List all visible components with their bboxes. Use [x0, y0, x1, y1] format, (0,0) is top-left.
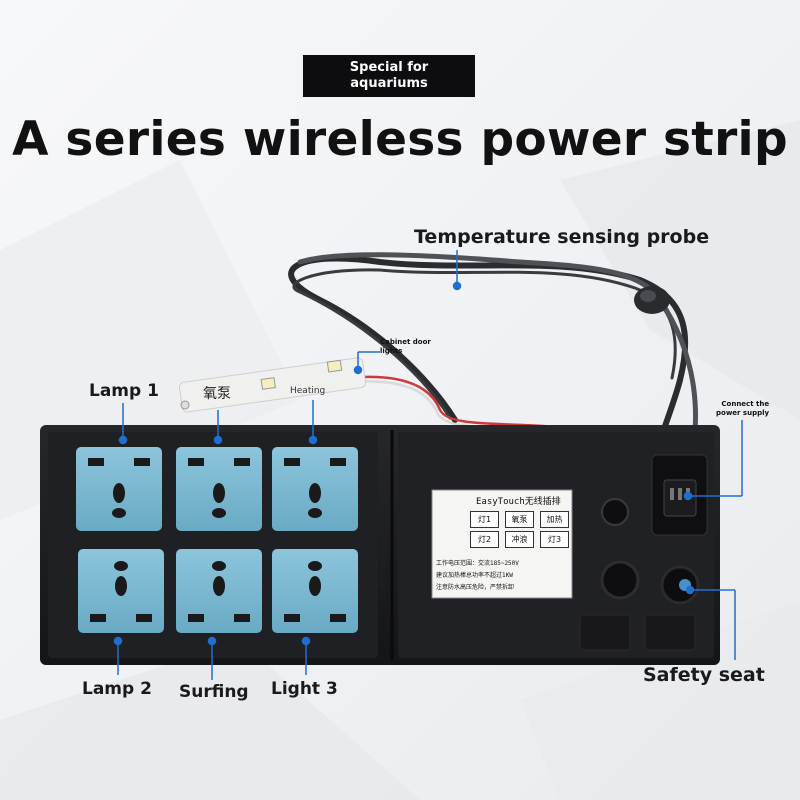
- socket-surfing: [176, 549, 262, 633]
- panel-cell-3: 加热: [540, 511, 569, 528]
- panel-cell-6: 灯3: [540, 531, 569, 548]
- mounting-slot: [579, 614, 631, 651]
- panel-cell-1: 灯1: [470, 511, 499, 528]
- label-light-3: Light 3: [271, 679, 338, 699]
- background-facet: [560, 120, 800, 420]
- tag-line-1: Special for: [349, 60, 429, 75]
- connect-label-line-2: power supply: [716, 409, 770, 417]
- tag-line-2: aquariums: [350, 76, 428, 91]
- cabinet-label-line-2: lights: [380, 347, 403, 355]
- label-temperature-probe: Temperature sensing probe: [414, 226, 710, 248]
- cable-grommet: [600, 560, 640, 600]
- socket-oxygen-pump: [176, 447, 262, 531]
- panel-serial: 2018018031 89: [378, 535, 386, 590]
- aquarium-tag: Special for aquariums: [303, 55, 475, 97]
- probe-port: [601, 498, 629, 526]
- background-facet: [0, 640, 420, 800]
- led-label-oxygen: 氧泵: [203, 386, 231, 402]
- label-cabinet-door-lights: Cabinet door lights: [380, 338, 431, 356]
- mounting-slot: [644, 614, 696, 651]
- cabinet-label-line-1: Cabinet door: [380, 338, 431, 346]
- label-surfing: Surfing: [179, 682, 249, 702]
- socket-lamp-1: [76, 447, 162, 531]
- panel-note-3: 注意防水高压危险，严禁拆卸: [436, 584, 515, 591]
- label-connect-power: Connect the power supply: [716, 400, 769, 418]
- panel-brand: EasyTouch无线插排: [476, 497, 561, 507]
- cable-clip-highlight: [640, 290, 656, 302]
- page-title: A series wireless power strip: [12, 112, 788, 167]
- connect-label-line-1: Connect the: [721, 400, 770, 408]
- panel-cell-5: 冲浪: [505, 531, 534, 548]
- panel-note-1: 工作电压范围：交流185~250V: [436, 560, 519, 567]
- panel-cell-2: 氧泵: [505, 511, 534, 528]
- label-lamp-2: Lamp 2: [82, 679, 152, 699]
- panel-note-2: 建议加热棒总功率不超过1KW: [436, 572, 513, 579]
- cabinet-door-light-bar: [178, 357, 367, 413]
- label-lamp-1: Lamp 1: [89, 381, 159, 401]
- led-label-heating: Heating: [290, 386, 326, 396]
- callout-leaders: [113, 250, 743, 680]
- panel-cell-4: 灯2: [470, 531, 499, 548]
- background-facet: [520, 600, 800, 800]
- socket-lamp-2: [78, 549, 164, 633]
- socket-light-3: [272, 549, 358, 633]
- label-safety-seat: Safety seat: [643, 664, 765, 686]
- socket-heating: [272, 447, 358, 531]
